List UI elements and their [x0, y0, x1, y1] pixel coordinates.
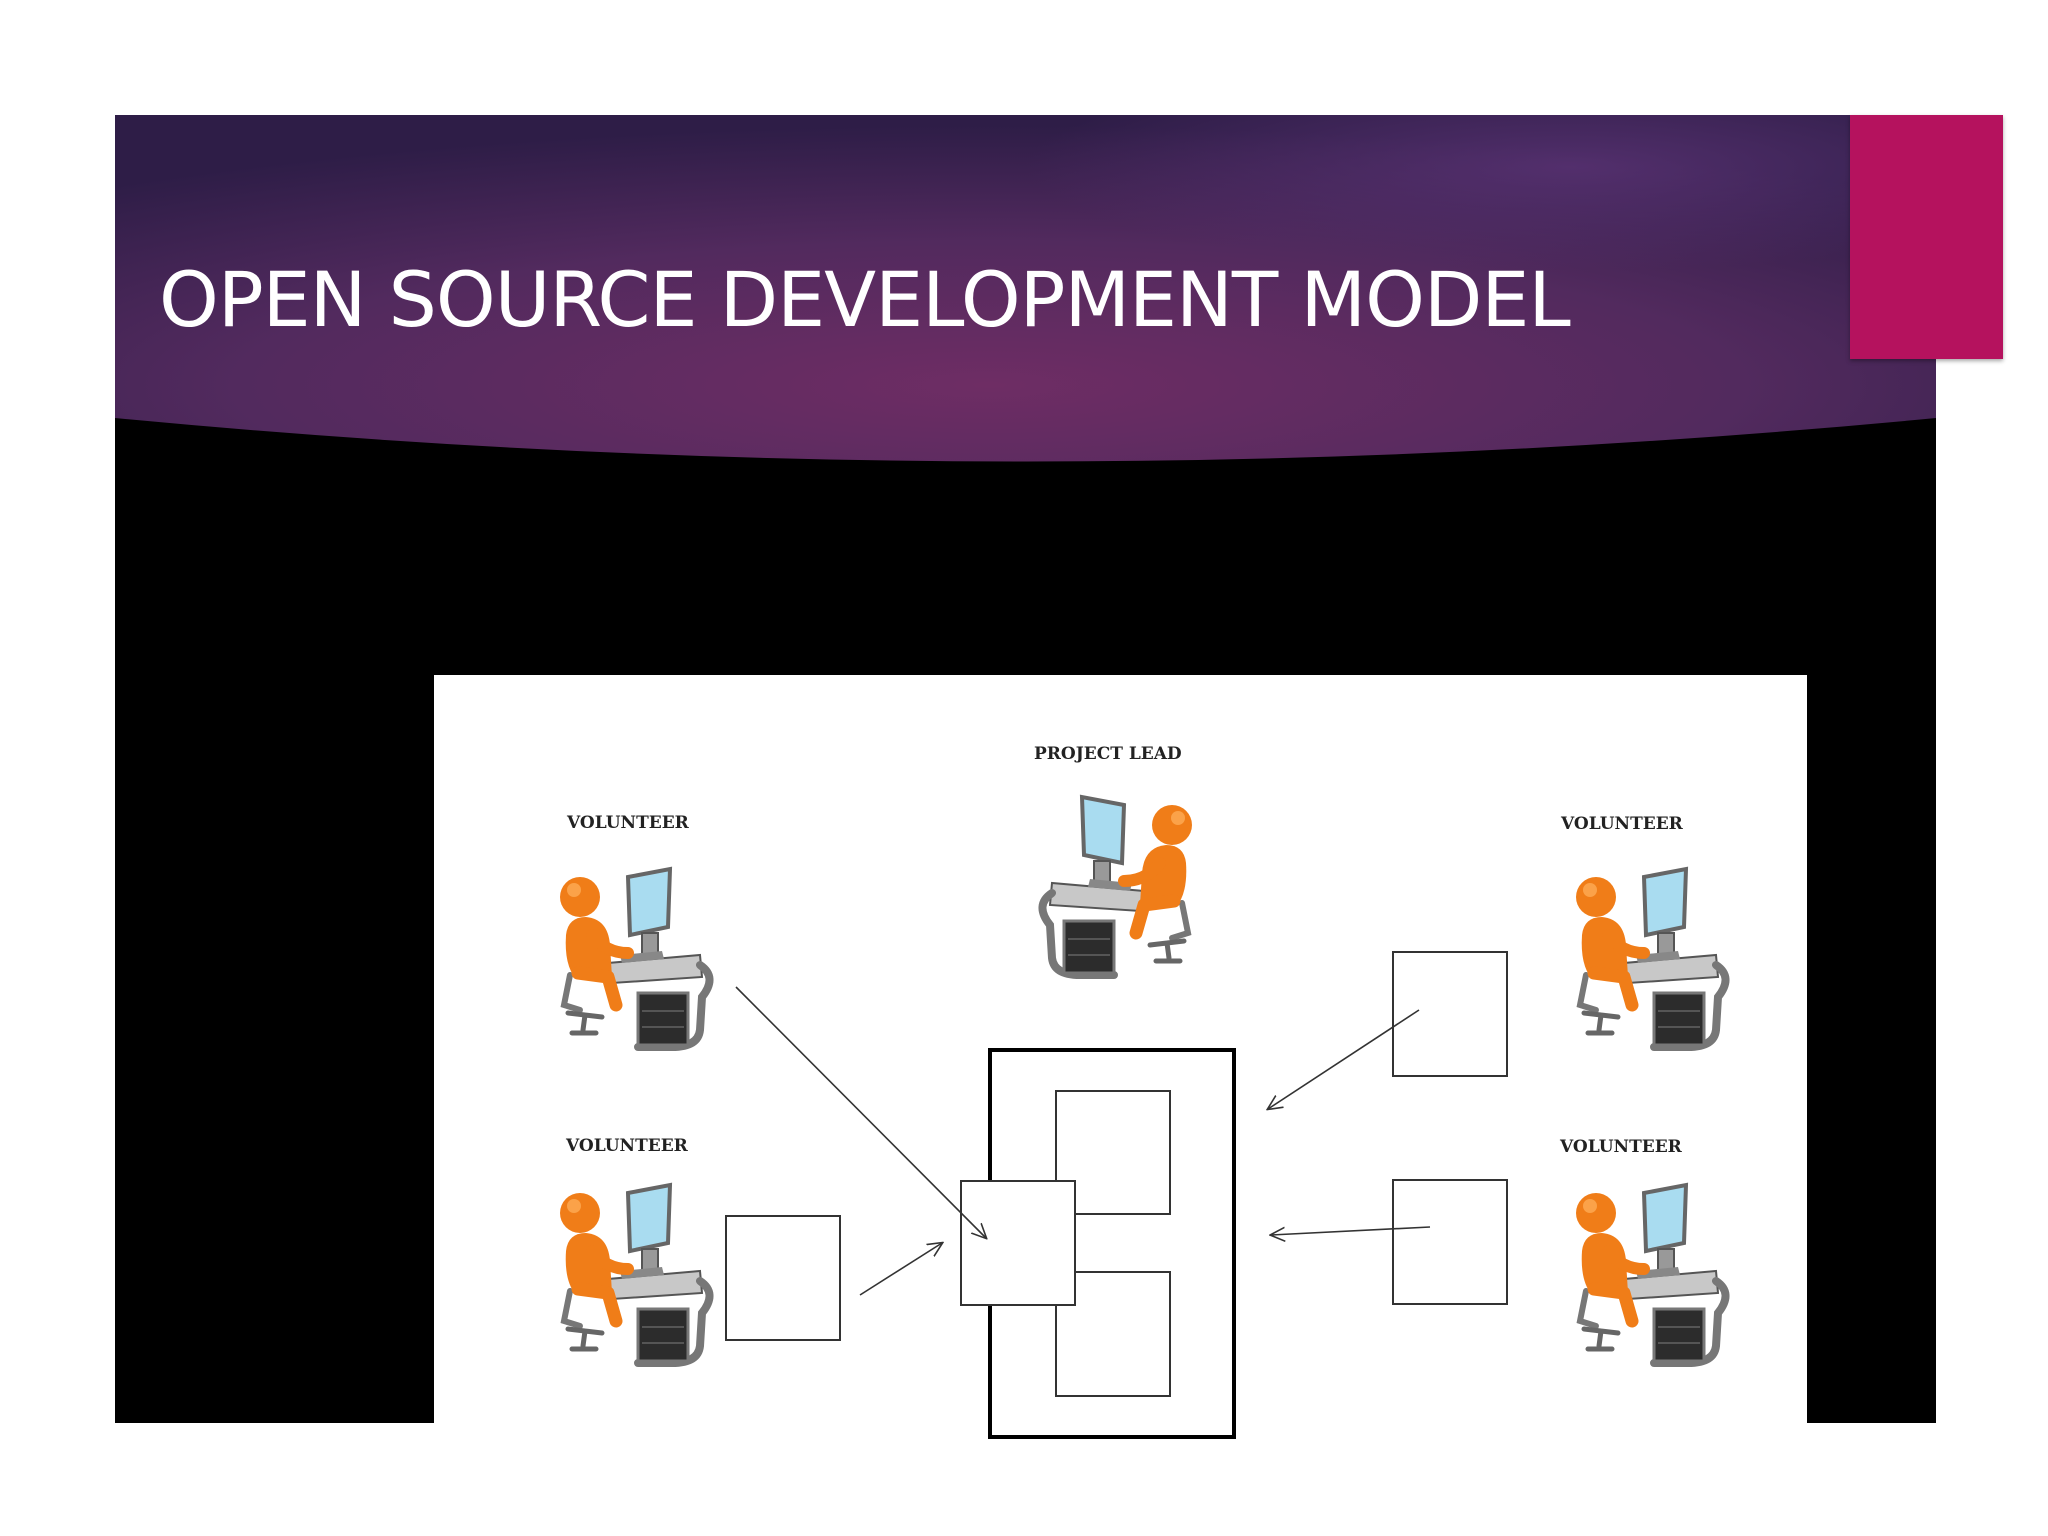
slide: OPEN SOURCE DEVELOPMENT MODEL — [115, 115, 2003, 1472]
diagram: PROJECT LEAD VOLUNTEER VOLUNTEER VOLUNTE… — [434, 744, 1807, 1439]
arrow-top-right — [1268, 1009, 1420, 1109]
accent-tab — [1850, 115, 2003, 359]
person-at-computer-icon — [1576, 869, 1726, 1047]
volunteer-label-top-right: VOLUNTEER — [1560, 814, 1684, 834]
person-at-computer-icon — [1576, 1185, 1726, 1363]
person-at-computer-icon — [560, 1185, 710, 1363]
title-band — [115, 115, 1936, 462]
contribution-box-bottom-left — [725, 1215, 841, 1341]
arrow-top-left — [735, 986, 986, 1238]
diagram-panel: PROJECT LEAD VOLUNTEER VOLUNTEER VOLUNTE… — [434, 675, 1807, 1472]
contribution-box-bottom-right — [1392, 1179, 1508, 1305]
arrow-bottom-left — [859, 1243, 942, 1296]
project-lead-label: PROJECT LEAD — [1034, 744, 1182, 764]
arrow-bottom-right — [1271, 1226, 1431, 1235]
repository-module-incoming — [960, 1180, 1076, 1306]
project-lead-person-icon — [1042, 797, 1192, 975]
volunteer-label-bottom-right: VOLUNTEER — [1559, 1137, 1683, 1157]
contribution-box-top-right — [1392, 951, 1508, 1077]
volunteer-label-top-left: VOLUNTEER — [566, 813, 690, 833]
person-at-computer-icon — [560, 869, 710, 1047]
volunteer-label-bottom-left: VOLUNTEER — [565, 1136, 689, 1156]
slide-title: OPEN SOURCE DEVELOPMENT MODEL — [159, 255, 1571, 344]
